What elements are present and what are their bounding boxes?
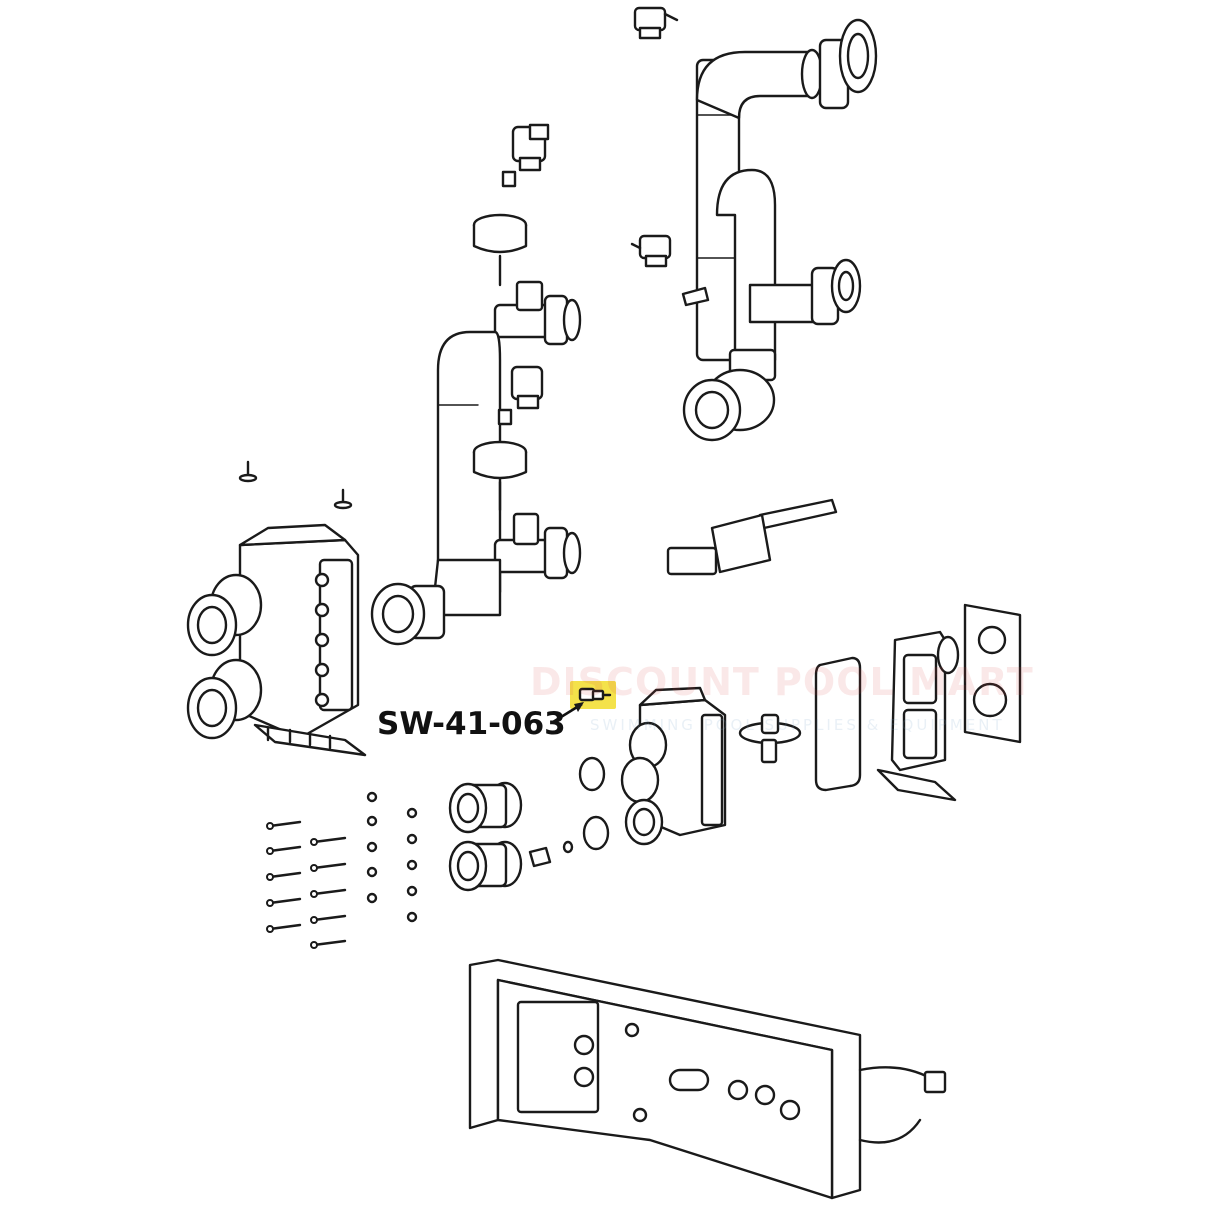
rubber-gasket — [814, 656, 862, 792]
watermark-brand: DISCOUNT POOL MART — [530, 660, 1034, 704]
control-bracket — [468, 958, 947, 1200]
thermostat — [738, 713, 802, 764]
part-number-label: SW-41-063 — [377, 706, 566, 742]
gauge-lower — [472, 440, 528, 512]
pressure-switch-upper — [501, 123, 550, 188]
watermark-tagline: SWIMMING POOL SUPPLIES & EQUIPMENT — [590, 716, 1005, 734]
water-cover — [876, 630, 960, 802]
left-header-body — [186, 523, 367, 757]
highlighted-sensor-icon — [578, 687, 612, 702]
mounting-screws — [238, 460, 353, 510]
leader-arrowhead — [574, 702, 584, 712]
right-header-body — [620, 686, 727, 846]
pressure-switch-lower — [497, 365, 544, 426]
washers — [366, 791, 418, 923]
o-rings — [562, 756, 610, 854]
center-manifold-assembly — [370, 123, 582, 646]
right-manifold-assembly — [630, 6, 878, 442]
pressure-switch-mid — [630, 234, 672, 268]
pressure-switch-top — [633, 6, 679, 40]
callout — [552, 681, 616, 724]
gauge-upper — [472, 213, 528, 287]
flow-probe — [666, 498, 838, 576]
back-plate — [963, 603, 1022, 744]
bolts-left — [266, 820, 347, 949]
threaded-adapters — [448, 781, 552, 892]
